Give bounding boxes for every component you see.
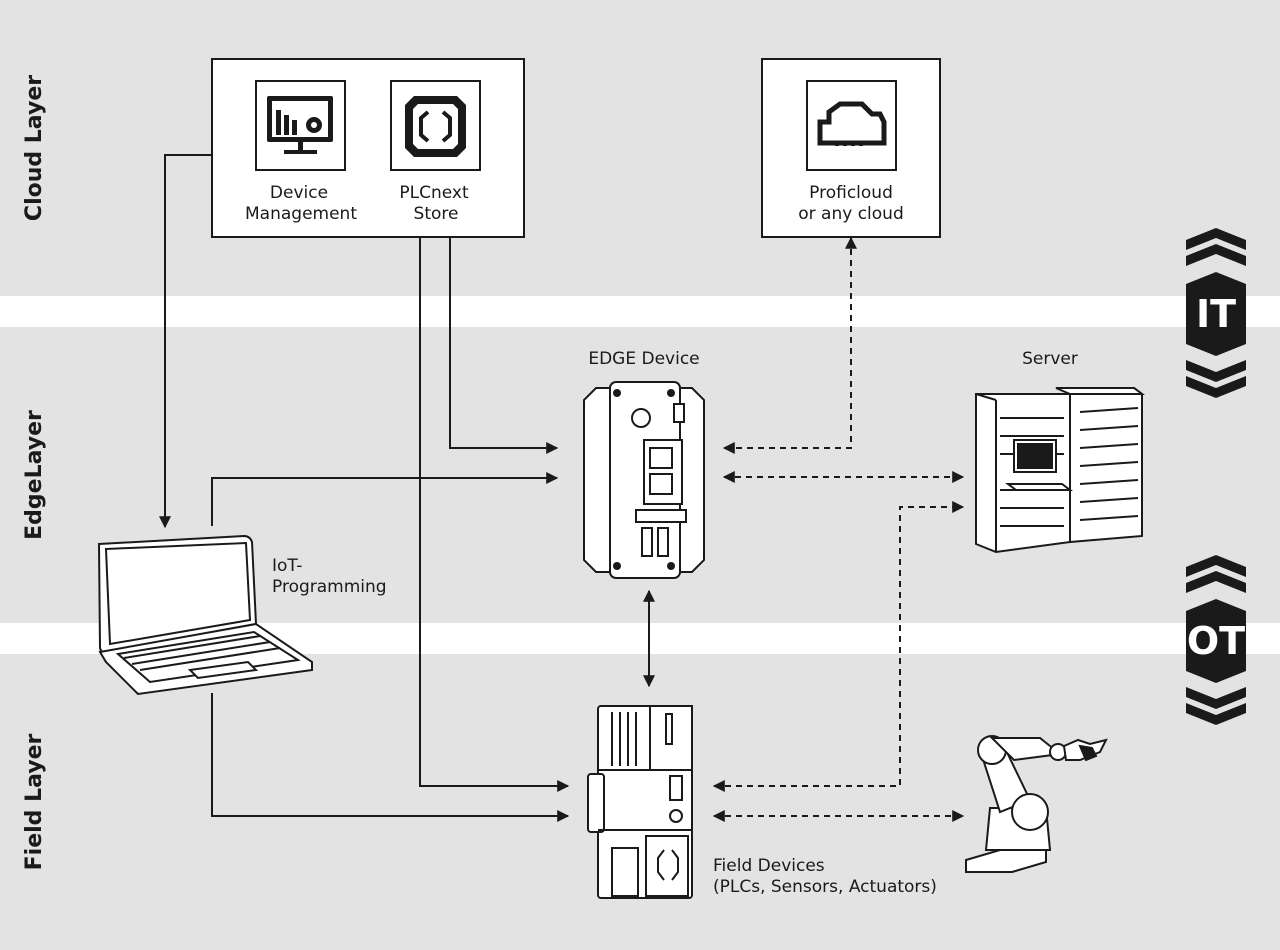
ot-badge: OT <box>1186 555 1246 725</box>
device-management-icon <box>255 80 346 171</box>
store-to-plc-line <box>419 237 570 792</box>
cloud-edge-link <box>722 236 857 454</box>
laptop-icon <box>97 534 313 696</box>
edge-layer-label: EdgeLayer <box>22 410 47 540</box>
server-label: Server <box>1022 349 1078 369</box>
cloud-layer-band <box>0 0 1280 296</box>
cloud-layer-label: Cloud Layer <box>22 75 47 221</box>
laptop-label-line1: IoT- <box>272 556 302 576</box>
it-badge-label: IT <box>1196 292 1236 336</box>
laptop-label-line2: Programming <box>272 577 387 597</box>
edge-device-icon <box>583 381 705 579</box>
plcnext-store-label-line1: PLCnext <box>399 183 469 203</box>
laptop-to-plc-line <box>211 693 570 822</box>
edge-device-label: EDGE Device <box>588 349 699 369</box>
device-management-label-line2: Management <box>245 204 357 224</box>
svg-text:(PLCs, Sensors, Actuators): (PLCs, Sensors, Actuators) <box>713 877 937 897</box>
server-icon <box>975 386 1145 554</box>
field-devices-label: Field Devices (PLCs, Sensors, Actuators) <box>713 856 937 897</box>
it-badge: IT <box>1186 228 1246 398</box>
dm-to-laptop-line <box>159 154 212 529</box>
laptop-to-edge-line <box>211 472 559 526</box>
plc-server-link <box>712 501 965 792</box>
plcnext-store-label-line2: Store <box>414 204 459 224</box>
cloud-icon <box>806 80 897 171</box>
svg-text:Field Devices: Field Devices <box>713 856 825 876</box>
it-separator <box>0 296 1280 327</box>
robot-arm-icon <box>965 735 1108 873</box>
store-to-edge-line <box>449 237 559 454</box>
proficloud-label-line1: Proficloud <box>809 183 893 203</box>
field-layer-label: Field Layer <box>22 733 47 870</box>
proficloud-label-line2: or any cloud <box>798 204 904 224</box>
device-management-label-line1: Device <box>270 183 328 203</box>
ot-badge-label: OT <box>1187 619 1245 663</box>
plc-icon <box>587 705 693 899</box>
plcnext-store-icon <box>390 80 481 171</box>
